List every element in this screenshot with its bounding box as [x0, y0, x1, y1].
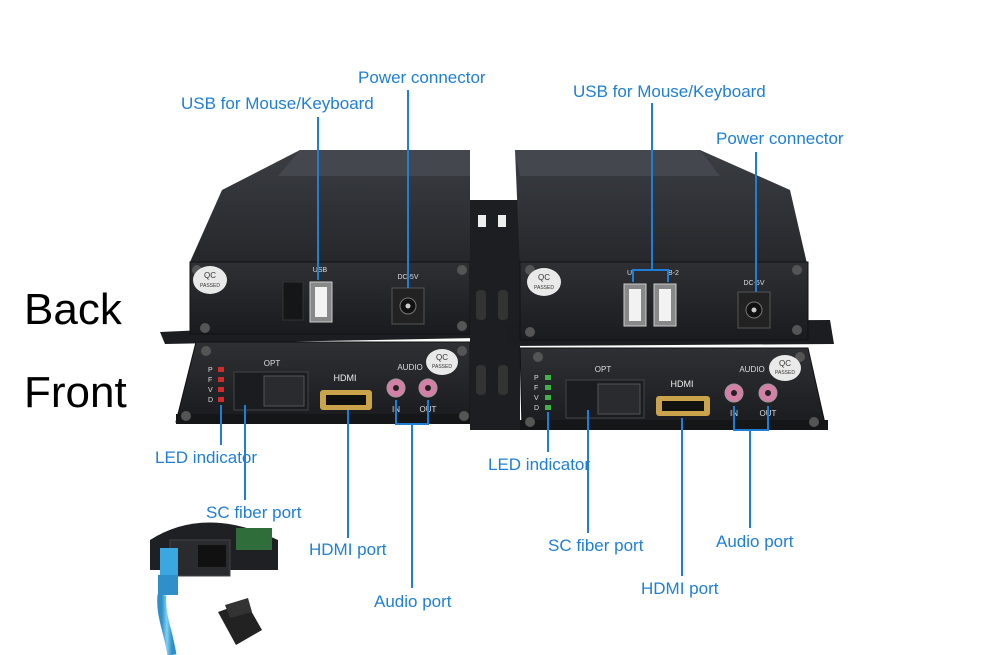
svg-text:D: D [208, 397, 213, 404]
svg-text:F: F [208, 377, 212, 384]
left-hdmi-text: HDMI [334, 373, 357, 383]
left-usb-label: USB for Mouse/Keyboard [181, 94, 374, 113]
right-led-label: LED indicator [488, 455, 591, 474]
right-dc-text: DC-5V [743, 280, 764, 287]
right-opt-text: OPT [595, 365, 612, 374]
right-led-letters: P [534, 375, 539, 382]
right-back-qc-text: QC [538, 273, 550, 282]
right-usb2-text: B-2 [668, 270, 679, 277]
left-unit: QC PASSED USB DC-5V P F V D [160, 150, 476, 424]
left-opt-text: OPT [264, 359, 281, 368]
right-hdmi-label: HDMI port [641, 579, 719, 598]
left-hdmi-label: HDMI port [309, 540, 387, 559]
left-back-passed-text: PASSED [200, 283, 220, 289]
left-usb-port-text: USB [313, 267, 328, 274]
right-unit: QC PASSED U B-2 DC-5V P F V D [505, 150, 834, 430]
left-front-passed-text: PASSED [432, 364, 452, 370]
left-sc-fiber-label: SC fiber port [206, 503, 302, 522]
left-audio-label: Audio port [374, 592, 452, 611]
left-front-qc-text: QC [436, 353, 448, 362]
right-front-passed-text: PASSED [775, 370, 795, 376]
back-label: Back [24, 285, 122, 334]
right-usb1-text: U [627, 270, 632, 277]
right-hdmi-text: HDMI [671, 379, 694, 389]
svg-text:D: D [534, 405, 539, 412]
front-label: Front [24, 368, 127, 417]
left-led-letters: P [208, 367, 213, 374]
svg-text:V: V [208, 387, 213, 394]
left-led-label: LED indicator [155, 448, 258, 467]
right-audio-label: Audio port [716, 532, 794, 551]
right-sc-fiber-label: SC fiber port [548, 536, 644, 555]
left-back-qc-text: QC [204, 271, 216, 280]
left-power-label: Power connector [358, 68, 486, 87]
right-power-label: Power connector [716, 129, 844, 148]
right-back-passed-text: PASSED [534, 285, 554, 291]
right-front-qc-text: QC [779, 359, 791, 368]
right-audio-text: AUDIO [739, 365, 764, 374]
callout-lines [220, 90, 769, 588]
svg-text:V: V [534, 395, 539, 402]
sc-connector-inset [150, 522, 278, 655]
right-usb-label: USB for Mouse/Keyboard [573, 82, 766, 101]
svg-text:F: F [534, 385, 538, 392]
left-audio-text: AUDIO [397, 363, 422, 372]
